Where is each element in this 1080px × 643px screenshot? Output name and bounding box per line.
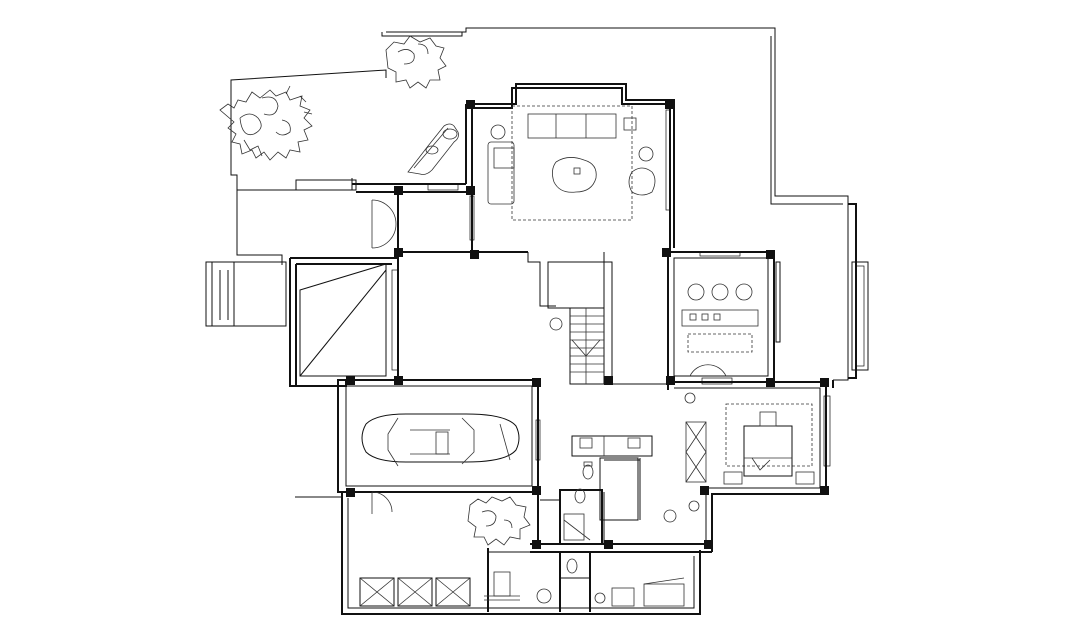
site-boundary (230, 27, 849, 498)
toilet-icon (566, 461, 594, 574)
tree-icon (385, 35, 447, 89)
exterior-walls (289, 83, 869, 615)
storage (359, 577, 471, 607)
door-swing-icon (371, 199, 397, 249)
car-icon (361, 413, 520, 467)
door-swing-icon (371, 491, 393, 514)
armchair-icon (490, 124, 656, 196)
entry-steps (205, 261, 387, 377)
windows (391, 109, 831, 467)
bed-icon (743, 411, 793, 477)
kitchen (563, 435, 677, 541)
dining-room (681, 283, 759, 377)
stair-icon (527, 252, 613, 385)
side-table-icon (623, 117, 637, 131)
tree-icon (467, 496, 531, 546)
living-room (487, 105, 656, 221)
tree-icon (219, 85, 313, 161)
bathroom (484, 461, 685, 607)
coffee-table-icon (552, 157, 597, 193)
lounge-chair-icon (407, 123, 459, 175)
bedroom (684, 392, 815, 512)
sofa-icon (487, 113, 617, 205)
structural-columns (346, 100, 829, 549)
interior-partitions (488, 261, 781, 579)
